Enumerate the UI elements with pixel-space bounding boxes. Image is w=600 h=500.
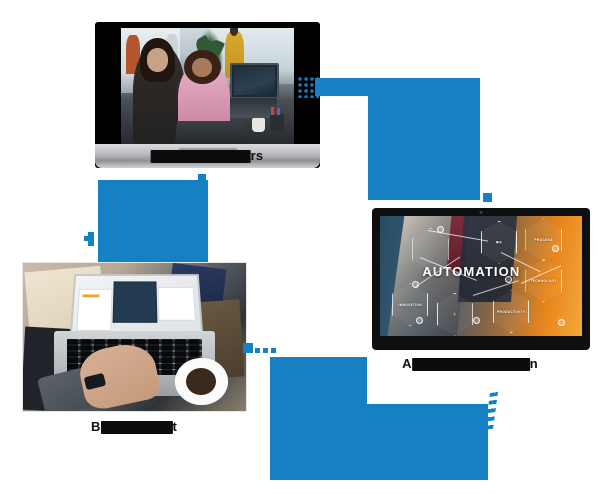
caption-trailing-fragment: t bbox=[172, 419, 178, 434]
redacted-caption-text bbox=[100, 421, 173, 435]
desk-workspace-photo bbox=[22, 262, 247, 412]
hex-label-innovation: INNOVATION bbox=[398, 302, 423, 307]
connector-middle-left bbox=[198, 174, 206, 182]
caption-visible-fragment: rs bbox=[250, 148, 264, 163]
hex-label-technology: TECHNOLOGY bbox=[530, 278, 557, 283]
hex-lock: 🔒 bbox=[436, 292, 473, 336]
office-collaboration-photo bbox=[121, 28, 294, 144]
connector-middle-left-marker-tip bbox=[84, 236, 89, 241]
node-right-device: ◉◎ PROCESS TECHNOLOGY PRODUCTIVITY INNOV… bbox=[372, 208, 590, 350]
node-bottom-left-device bbox=[22, 262, 247, 412]
caption-leading-fragment: B bbox=[90, 419, 101, 434]
connector-top bbox=[297, 76, 319, 98]
node-top-left-caption: rs bbox=[150, 148, 264, 164]
panel-middle-left[interactable] bbox=[98, 180, 208, 268]
connector-bottom-left bbox=[243, 343, 253, 353]
lock-icon: 🔒 bbox=[452, 312, 457, 317]
hexagon-network-graphic: ◉◎ PROCESS TECHNOLOGY PRODUCTIVITY INNOV… bbox=[380, 216, 582, 336]
hex-label-process: PROCESS bbox=[534, 237, 553, 242]
caption-leading-fragment: A bbox=[402, 356, 412, 371]
connector-bottom-left-dash bbox=[255, 348, 277, 353]
hex-plain-left bbox=[412, 228, 449, 271]
hex-productivity: PRODUCTIVITY bbox=[493, 290, 530, 334]
panel-top-right-body[interactable] bbox=[368, 78, 480, 200]
hex-gears: ◉◎ bbox=[481, 220, 518, 264]
hex-label-productivity: PRODUCTIVITY bbox=[497, 309, 526, 314]
hex-process: PROCESS bbox=[525, 218, 562, 262]
node-top-left-device bbox=[95, 22, 320, 168]
gears-icon: ◉◎ bbox=[495, 240, 503, 245]
redacted-caption-text bbox=[150, 150, 251, 164]
panel-bottom-right[interactable] bbox=[270, 404, 488, 480]
connector-top-right-tick bbox=[477, 188, 480, 192]
connector-middle-left-marker bbox=[88, 232, 94, 246]
tablet-camera-dot bbox=[479, 211, 483, 214]
laptop-notch bbox=[178, 148, 237, 152]
redacted-caption-text bbox=[411, 358, 530, 372]
connector-top-right bbox=[483, 193, 492, 202]
hex-technology: TECHNOLOGY bbox=[525, 259, 562, 302]
automation-tablet-photo: ◉◎ PROCESS TECHNOLOGY PRODUCTIVITY INNOV… bbox=[380, 216, 582, 336]
automation-title: AUTOMATION bbox=[422, 264, 521, 279]
caption-trailing-fragment: n bbox=[529, 356, 538, 371]
